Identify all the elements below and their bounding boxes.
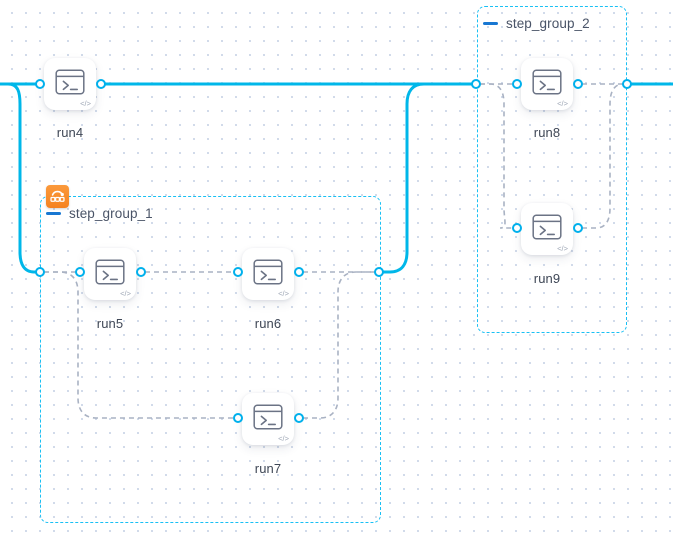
port-group2-in[interactable] — [471, 79, 481, 89]
node-label-run6: run6 — [254, 316, 282, 331]
code-icon: </> — [120, 288, 131, 298]
terminal-icon — [253, 258, 283, 290]
group-label-step_group_1: step_group_1 — [69, 206, 153, 221]
terminal-icon — [95, 258, 125, 290]
port-run9-out[interactable] — [573, 223, 583, 233]
node-label-run5: run5 — [96, 316, 124, 331]
port-run8-in[interactable] — [512, 79, 522, 89]
group-box-step_group_1[interactable] — [40, 196, 381, 523]
node-label-run7: run7 — [254, 461, 282, 476]
port-run6-in[interactable] — [233, 267, 243, 277]
port-run4-out[interactable] — [96, 79, 106, 89]
node-label-run8: run8 — [533, 125, 561, 140]
code-icon: </> — [80, 98, 91, 108]
port-group1-in[interactable] — [35, 267, 45, 277]
group-collapse-toggle-step_group_1[interactable] — [46, 212, 61, 215]
group-collapse-toggle-step_group_2[interactable] — [483, 22, 498, 25]
edge-group1-out-up[interactable] — [377, 82, 472, 274]
code-icon: </> — [278, 288, 289, 298]
port-run4-in[interactable] — [35, 79, 45, 89]
port-run8-out[interactable] — [573, 79, 583, 89]
port-run9-in[interactable] — [512, 223, 522, 233]
port-run7-out[interactable] — [294, 413, 304, 423]
terminal-icon — [253, 403, 283, 435]
node-run7[interactable]: </> — [242, 393, 294, 445]
code-icon: </> — [557, 98, 568, 108]
port-run5-in[interactable] — [75, 267, 85, 277]
port-run5-out[interactable] — [136, 267, 146, 277]
node-label-run9: run9 — [533, 271, 561, 286]
terminal-icon — [55, 68, 85, 100]
port-group2-out[interactable] — [622, 79, 632, 89]
code-icon: </> — [278, 433, 289, 443]
group-label-step_group_2: step_group_2 — [506, 16, 590, 31]
port-run6-out[interactable] — [294, 267, 304, 277]
edge-entry-branch-down[interactable] — [6, 82, 42, 274]
code-icon: </> — [557, 243, 568, 253]
port-run7-in[interactable] — [233, 413, 243, 423]
node-run4[interactable]: </> — [44, 58, 96, 110]
group-badge-step-functions-icon[interactable] — [46, 185, 69, 208]
terminal-icon — [532, 68, 562, 100]
terminal-icon — [532, 213, 562, 245]
group-header-step_group_2: step_group_2 — [483, 16, 590, 31]
node-run8[interactable]: </> — [521, 58, 573, 110]
group-header-step_group_1: step_group_1 — [46, 206, 153, 221]
group-box-step_group_2[interactable] — [477, 6, 627, 333]
node-run9[interactable]: </> — [521, 203, 573, 255]
port-group1-out[interactable] — [374, 267, 384, 277]
node-run6[interactable]: </> — [242, 248, 294, 300]
node-run5[interactable]: </> — [84, 248, 136, 300]
node-label-run4: run4 — [56, 125, 84, 140]
